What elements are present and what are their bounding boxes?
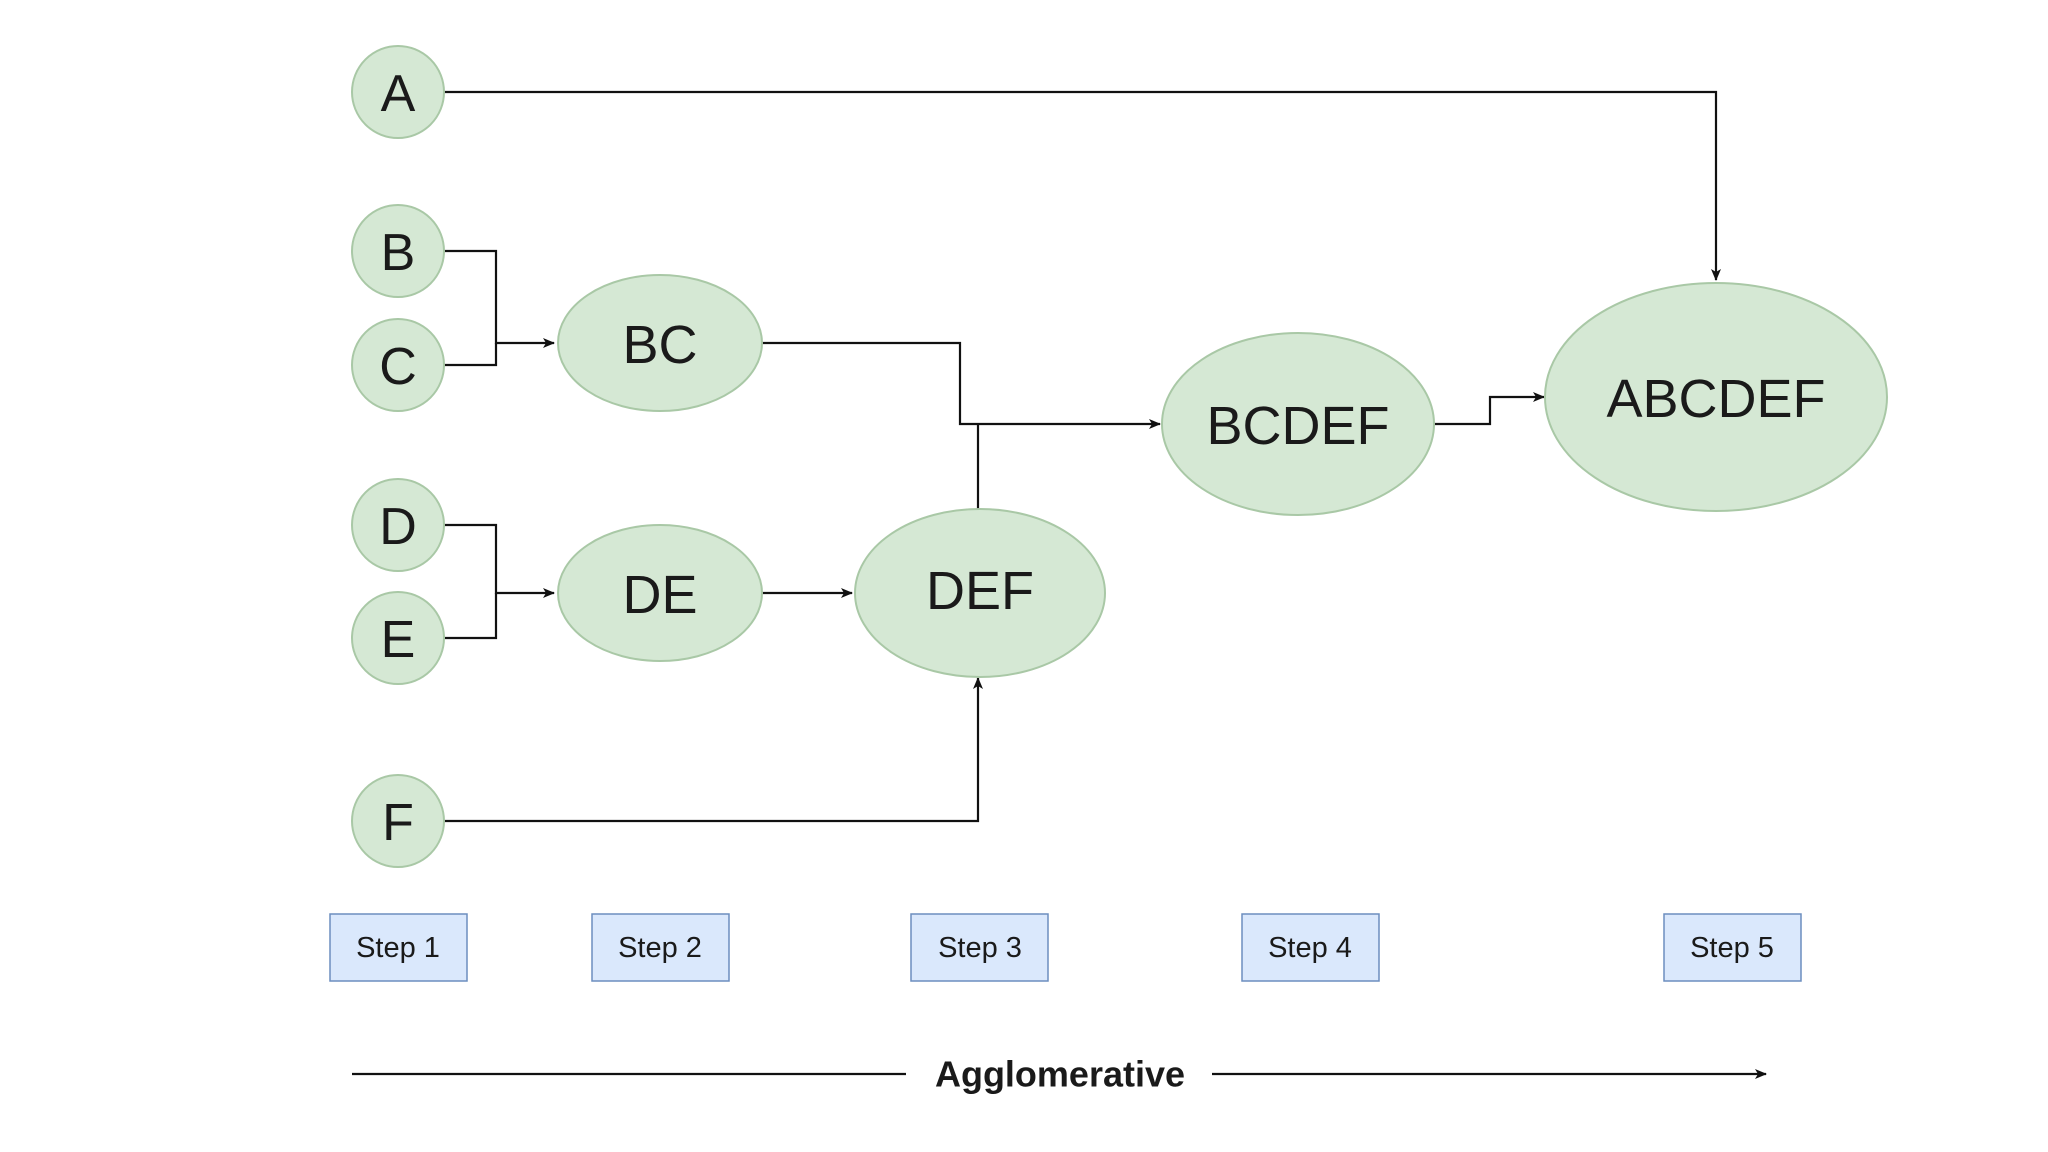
- edge-bcdef-to-abcdef: [1434, 392, 1545, 426]
- node-abcdef-label: ABCDEF: [1606, 369, 1825, 429]
- node-abcdef: ABCDEF: [1544, 282, 1888, 512]
- node-b: B: [351, 204, 445, 298]
- step-2-box: Step 2: [591, 913, 730, 982]
- node-f-label: F: [382, 794, 414, 852]
- node-de: DE: [557, 524, 763, 662]
- step-1-label: Step 1: [356, 932, 440, 964]
- edge-b-to-bc: [444, 249, 555, 348]
- edge-e-to-de: [444, 593, 498, 640]
- node-e: E: [351, 591, 445, 685]
- edge-bc-to-bcdef: [762, 341, 1161, 429]
- node-d: D: [351, 478, 445, 572]
- edge-a-to-abcdef: [444, 90, 1721, 281]
- edge-d-to-de: [444, 523, 555, 598]
- edge-f-to-def: [444, 677, 983, 823]
- step-4-box: Step 4: [1241, 913, 1380, 982]
- step-3-box: Step 3: [910, 913, 1049, 982]
- node-a: A: [351, 45, 445, 139]
- node-def: DEF: [854, 508, 1106, 678]
- node-e-label: E: [381, 611, 416, 669]
- node-bc: BC: [557, 274, 763, 412]
- step-5-box: Step 5: [1663, 913, 1802, 982]
- node-bc-label: BC: [622, 315, 697, 375]
- node-bcdef: BCDEF: [1161, 332, 1435, 516]
- edges: [444, 90, 1721, 823]
- step-4-label: Step 4: [1268, 932, 1352, 964]
- node-a-label: A: [381, 65, 416, 123]
- leaf-nodes: A B C D E F: [351, 45, 445, 868]
- step-5-label: Step 5: [1690, 932, 1774, 964]
- node-c: C: [351, 318, 445, 412]
- edge-c-to-bc: [444, 343, 498, 367]
- node-de-label: DE: [622, 565, 697, 625]
- node-def-label: DEF: [926, 561, 1034, 621]
- cluster-nodes: BC DE DEF BCDEF ABCDEF: [557, 274, 1888, 678]
- direction-label: Agglomerative: [935, 1054, 1185, 1095]
- step-row: Step 1 Step 2 Step 3 Step 4 Step 5: [329, 913, 1802, 982]
- step-2-label: Step 2: [618, 932, 702, 964]
- node-f: F: [351, 774, 445, 868]
- node-bcdef-label: BCDEF: [1206, 396, 1389, 456]
- node-b-label: B: [381, 224, 416, 282]
- node-c-label: C: [379, 338, 417, 396]
- node-d-label: D: [379, 498, 417, 556]
- step-3-label: Step 3: [938, 932, 1022, 964]
- step-1-box: Step 1: [329, 913, 468, 982]
- direction-axis: Agglomerative: [352, 1054, 1767, 1095]
